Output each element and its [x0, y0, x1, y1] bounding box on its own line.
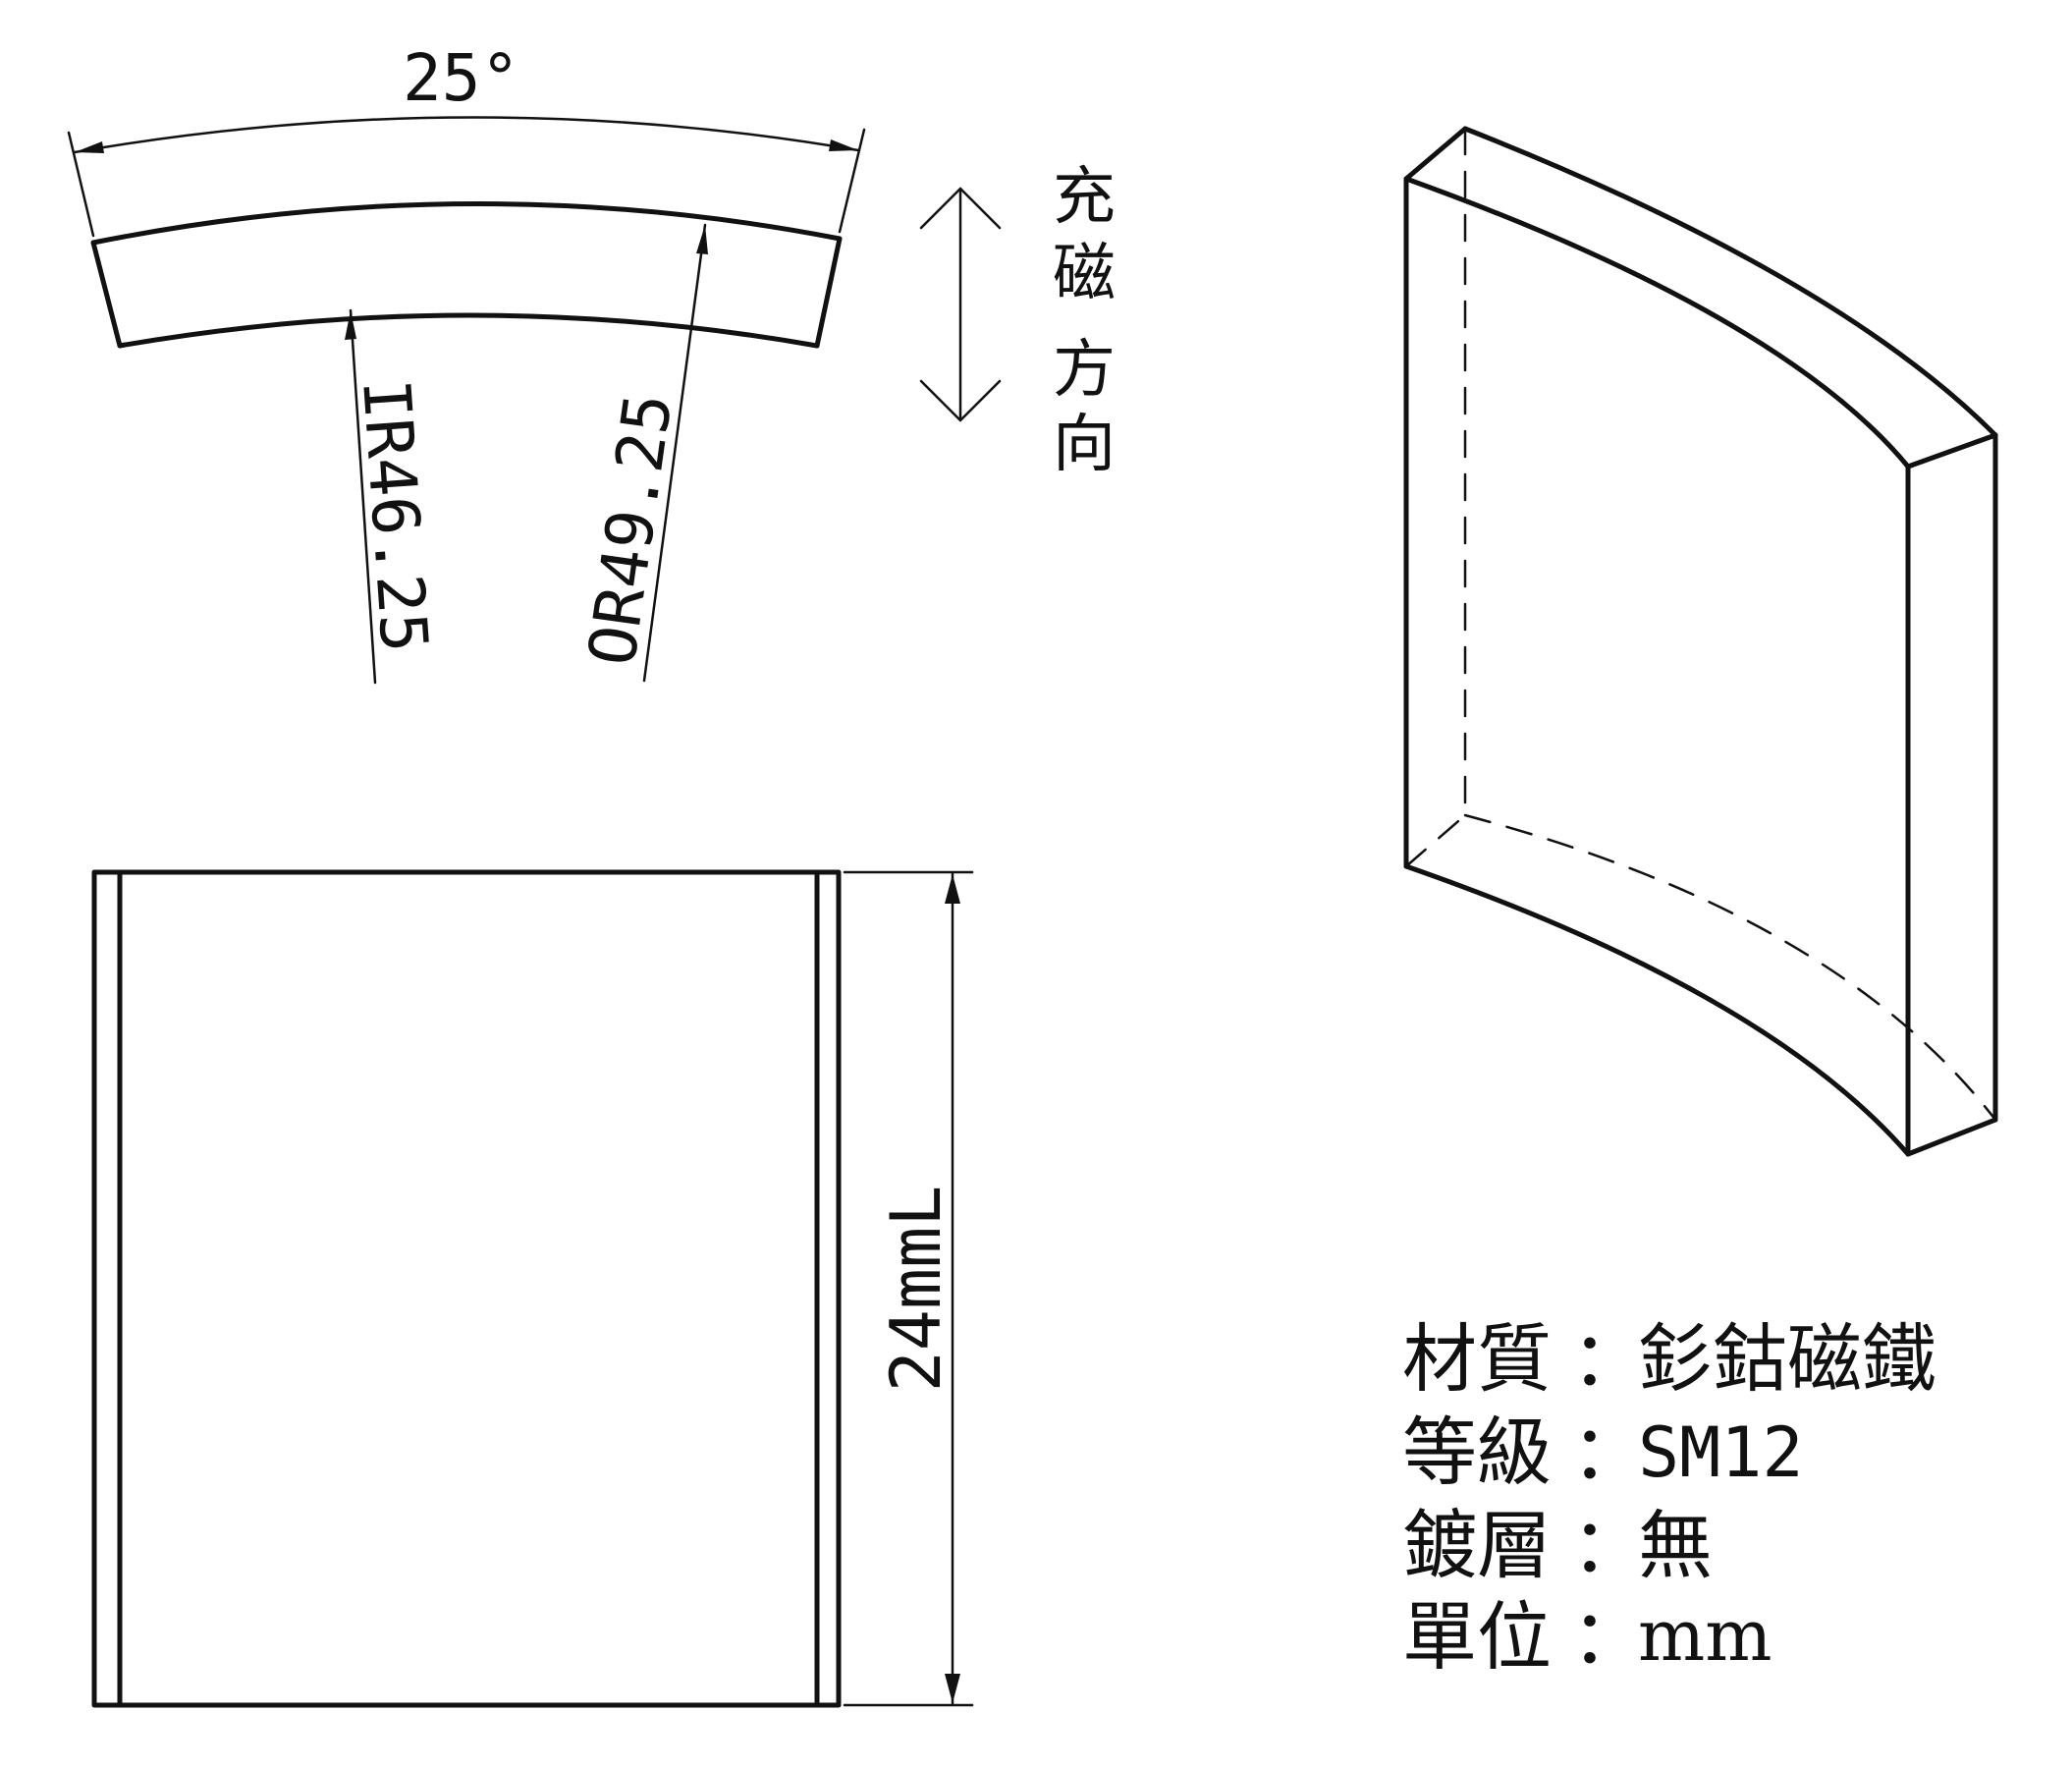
front-view-outline: [91, 869, 842, 1708]
magnetization-label-4: 向: [1053, 409, 1116, 481]
isometric-view: [1403, 126, 1998, 1157]
iso-top-front-curve: [1403, 176, 1911, 470]
magnetization-label-1: 充: [1053, 161, 1116, 234]
spec-unit-sep: ：: [1571, 1593, 1646, 1681]
arc-segment-outer-edge: [90, 201, 843, 246]
angle-arrow-left: [75, 141, 104, 153]
spec-material-label: 材質: [1402, 1315, 1552, 1403]
spec-material-value: 釤鈷磁鐵: [1638, 1315, 1936, 1403]
iso-bottom-right-edge: [1905, 1117, 1998, 1157]
length-label: 24mmL: [876, 1186, 956, 1393]
iso-hidden-bottom-left: [1404, 813, 1467, 868]
angle-extension-right: [838, 128, 866, 234]
outer-radius-arrow: [696, 225, 708, 254]
angle-dimension-arc: [73, 116, 860, 154]
length-arrow-bottom: [945, 1674, 960, 1703]
angle-label: 25°: [403, 40, 519, 116]
arc-segment-left-end: [90, 240, 123, 349]
spec-grade-value: SM12: [1638, 1412, 1804, 1493]
spec-plating-sep: ：: [1571, 1502, 1646, 1589]
angle-arrow-right: [829, 139, 858, 151]
outer-radius-label: OR49.25: [574, 389, 687, 670]
inner-radius-label: IR46.25: [348, 377, 442, 655]
angle-extension-left: [67, 131, 95, 238]
spec-plating-value: 無: [1638, 1502, 1713, 1589]
spec-material-sep: ：: [1571, 1315, 1646, 1403]
magnetization-label-2: 磁: [1053, 238, 1116, 310]
inner-radius-arrow: [345, 310, 356, 340]
magnetization-direction: 充 磁 方 向: [919, 161, 1116, 481]
arc-segment-right-end: [814, 236, 843, 349]
front-view: 24mmL: [91, 869, 974, 1708]
magnetization-label-3: 方: [1053, 334, 1116, 407]
outer-radius-leader: [642, 223, 707, 683]
magnetization-arrow-up-head: [919, 187, 1002, 230]
top-view: 25° IR46.25 OR49.25: [67, 40, 866, 685]
arc-segment-inner-edge: [117, 312, 820, 349]
iso-top-right-edge: [1905, 432, 1998, 470]
spec-unit-value: mm: [1638, 1594, 1772, 1677]
iso-bottom-front-curve: [1403, 863, 1911, 1157]
spec-grade-label: 等級: [1402, 1409, 1552, 1496]
iso-top-left-edge: [1403, 126, 1468, 182]
iso-top-back-curve: [1462, 126, 1998, 438]
magnetization-arrow-down-head: [919, 379, 1002, 422]
specifications: 材質 ： 釤鈷磁鐵 等級 ： SM12 鍍層 ： 無 單位 ： mm: [1402, 1315, 1936, 1681]
iso-hidden-bottom-back-curve: [1463, 813, 1997, 1122]
spec-grade-sep: ：: [1571, 1409, 1646, 1496]
spec-unit-label: 單位: [1402, 1593, 1552, 1681]
spec-plating-label: 鍍層: [1402, 1502, 1552, 1589]
length-arrow-top: [945, 874, 960, 904]
inner-radius-leader: [349, 308, 377, 685]
